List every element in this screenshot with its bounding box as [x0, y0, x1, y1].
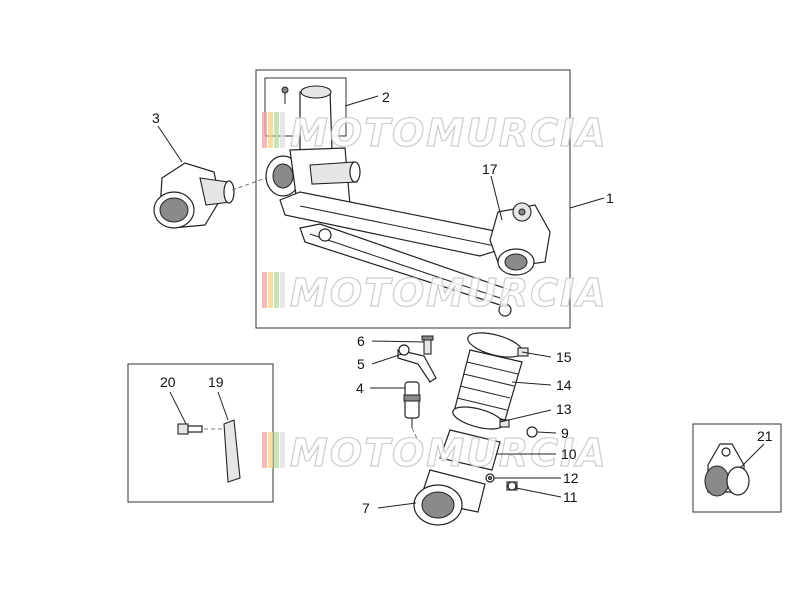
clamp-part-13[interactable] — [451, 403, 510, 434]
svg-text:MOTOMURCIA: MOTOMURCIA — [290, 111, 608, 155]
watermark-middle: MOTOMURCIA — [262, 270, 608, 316]
washer-part-12[interactable] — [485, 473, 495, 483]
screw-part-11[interactable] — [506, 481, 518, 491]
svg-text:MOTOMURCIA: MOTOMURCIA — [290, 271, 608, 315]
duct-part-7[interactable] — [413, 469, 486, 526]
callout-11: 11 — [563, 489, 578, 505]
intake-manifold-rails[interactable] — [279, 191, 512, 317]
svg-text:MOTOMURCIA: MOTOMURCIA — [290, 431, 608, 475]
callout-20: 20 — [160, 374, 176, 390]
leader-lines — [157, 95, 765, 509]
intake-flange-part-3[interactable] — [153, 162, 273, 229]
callout-6: 6 — [357, 333, 365, 349]
bolt-part-20[interactable] — [177, 423, 222, 435]
callout-7: 7 — [362, 500, 370, 516]
left-kit-frame — [127, 363, 274, 503]
callout-4: 4 — [356, 380, 364, 396]
callout-9: 9 — [561, 425, 569, 441]
callout-15: 15 — [556, 349, 572, 365]
watermark-top: MOTOMURCIA — [262, 110, 608, 156]
injector-part-4[interactable] — [403, 381, 421, 446]
callout-12: 12 — [563, 470, 579, 486]
callout-labels: 1 2 3 4 5 6 7 9 10 11 12 13 14 15 17 19 … — [152, 89, 773, 516]
callout-21: 21 — [757, 428, 773, 444]
callout-19: 19 — [208, 374, 224, 390]
callout-14: 14 — [556, 377, 572, 393]
main-assembly-frame — [255, 69, 571, 329]
callout-2: 2 — [382, 89, 390, 105]
callout-17: 17 — [482, 161, 498, 177]
watermark-bottom: MOTOMURCIA — [262, 430, 608, 476]
rubber-mount-part-21[interactable] — [704, 443, 750, 497]
bracket-part-5[interactable] — [397, 344, 437, 383]
callout-1: 1 — [606, 190, 614, 206]
throttle-body-part-2[interactable] — [265, 85, 361, 211]
right-kit-frame — [692, 423, 782, 513]
throttle-body-part-17[interactable] — [489, 202, 551, 276]
callout-3: 3 — [152, 110, 160, 126]
callout-10: 10 — [561, 446, 577, 462]
gasket-part-19[interactable] — [223, 419, 241, 483]
callout-5: 5 — [357, 356, 365, 372]
sleeve-part-10[interactable] — [439, 429, 501, 471]
screw-part-6[interactable] — [421, 335, 434, 355]
callout-13: 13 — [556, 401, 572, 417]
